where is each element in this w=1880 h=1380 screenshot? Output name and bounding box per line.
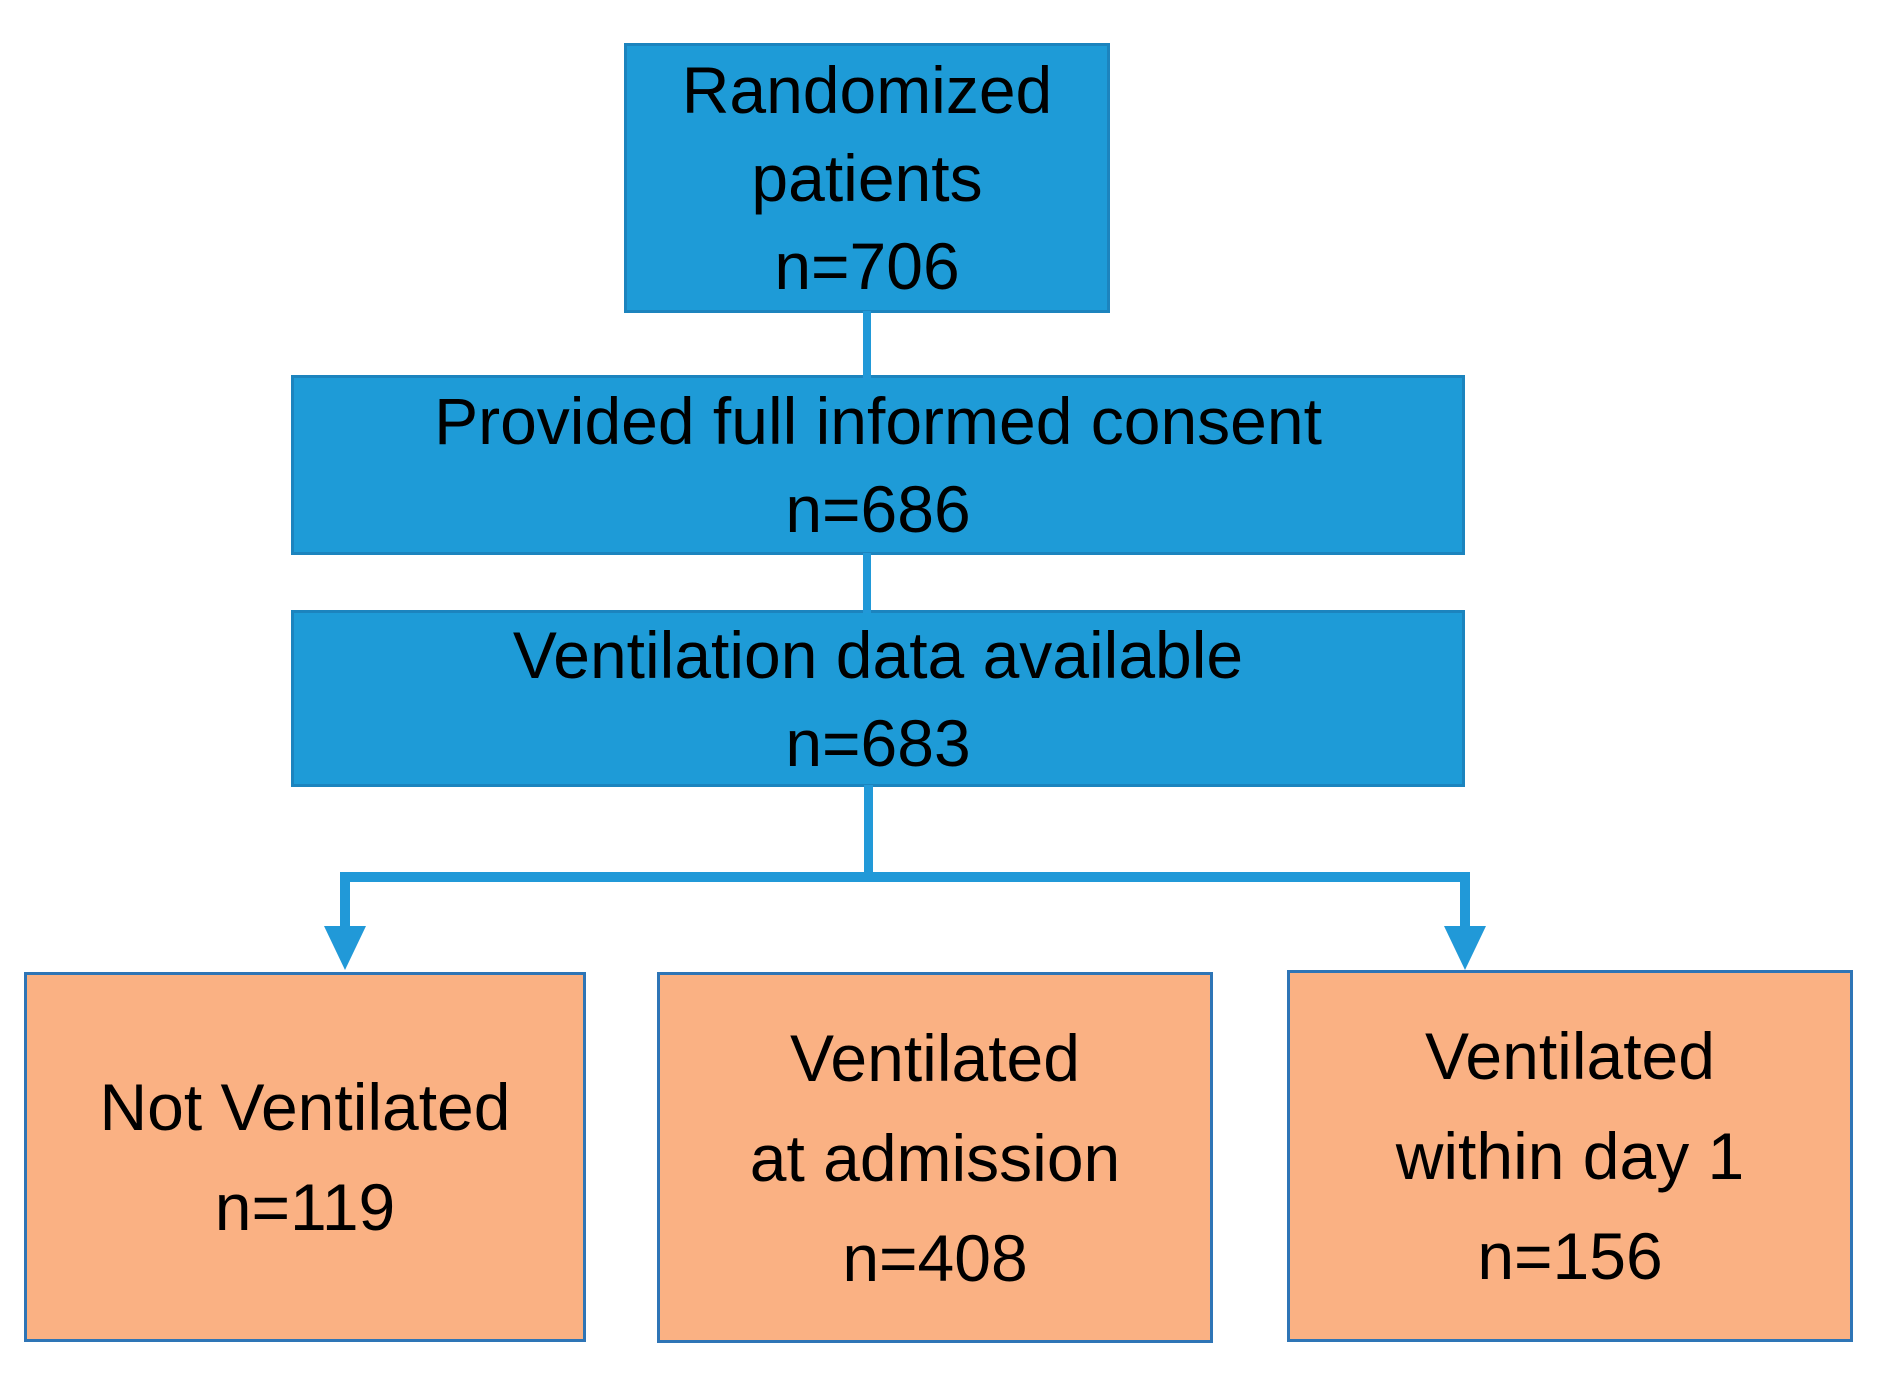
box-line: within day 1 xyxy=(1395,1119,1745,1193)
box-line: Ventilated xyxy=(790,1020,1080,1095)
flow-box-informed-consent: Provided full informed consent n=686 xyxy=(291,375,1465,555)
right-arrowhead-icon xyxy=(1444,926,1486,970)
box-line: patients xyxy=(751,141,983,215)
box-line: at admission xyxy=(749,1120,1121,1195)
box-count: n=119 xyxy=(214,1170,396,1244)
connector-branch-left-drop xyxy=(340,872,350,930)
connector-randomized-to-consent xyxy=(863,311,871,379)
box-count: n=683 xyxy=(785,705,971,780)
flow-box-ventilated-at-admission: Ventilated at admission n=408 xyxy=(657,972,1213,1343)
box-count: n=156 xyxy=(1477,1219,1663,1293)
flow-box-not-ventilated: Not Ventilated n=119 xyxy=(24,972,586,1342)
connector-consent-to-ventdata xyxy=(863,553,871,613)
box-line: Provided full informed consent xyxy=(434,384,1322,458)
box-line: Ventilation data available xyxy=(512,617,1244,692)
connector-branch-right-drop xyxy=(1460,872,1470,930)
box-count: n=686 xyxy=(785,472,971,546)
left-arrowhead-icon xyxy=(324,926,366,970)
flow-box-ventilated-within-day1: Ventilated within day 1 n=156 xyxy=(1287,970,1853,1342)
box-line: Ventilated xyxy=(1425,1019,1715,1093)
box-count: n=408 xyxy=(842,1220,1028,1295)
connector-ventdata-to-branch xyxy=(864,785,873,877)
box-line: Randomized xyxy=(681,53,1053,127)
box-line: Not Ventilated xyxy=(99,1070,511,1144)
connector-branch-rail xyxy=(340,872,1470,882)
flow-box-randomized-patients: Randomized patients n=706 xyxy=(624,43,1110,313)
box-count: n=706 xyxy=(774,229,960,303)
flow-box-ventilation-data-available: Ventilation data available n=683 xyxy=(291,610,1465,787)
